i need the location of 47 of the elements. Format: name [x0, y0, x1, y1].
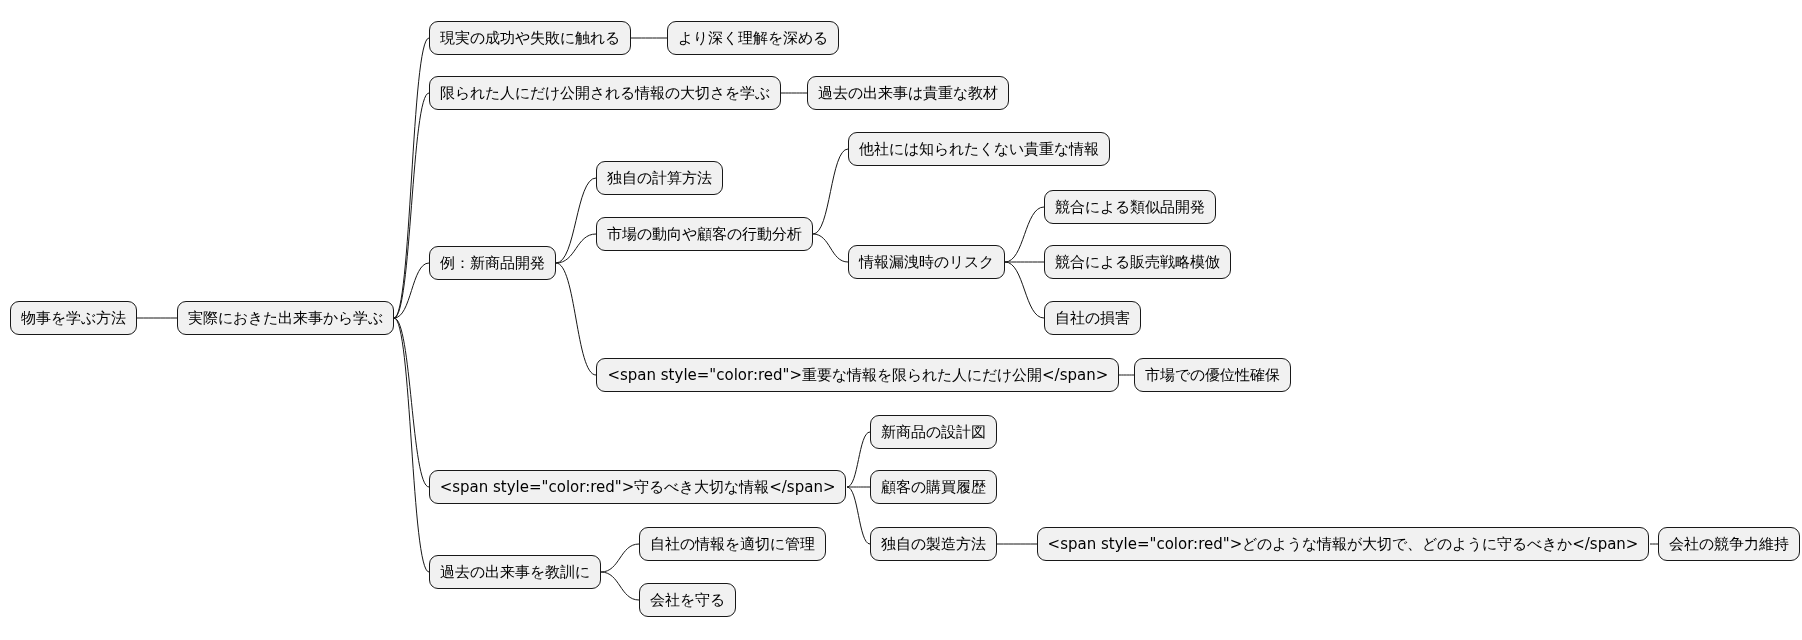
topic-box: 限られた人にだけ公開される情報の大切さを学ぶ	[428, 76, 781, 111]
topic-box: 独自の計算方法	[596, 161, 724, 196]
topic-box: 競合による販売戦略模倣	[1043, 245, 1231, 279]
topic-box: 自社の情報を適切に管理	[638, 526, 826, 561]
connector-line	[555, 262, 597, 376]
topic-box: 現実の成功や失敗に触れる	[428, 20, 631, 55]
connector-line	[846, 431, 871, 488]
topic-box: 会社の競争力維持	[1658, 526, 1801, 561]
topic-box: 競合による類似品開発	[1043, 189, 1216, 224]
connector-line	[555, 233, 597, 264]
topic-box: 例：新商品開発	[428, 246, 556, 281]
topic-box: 過去の出来事は貴重な教材	[806, 76, 1009, 111]
connector-line	[600, 543, 640, 573]
topic-box: 情報漏洩時のリスク	[848, 245, 1006, 279]
topic-box: 自社の損害	[1043, 301, 1141, 336]
topic-box: <span style="color:red">重要な情報を限られた人にだけ公開</span>	[596, 357, 1120, 392]
connector-line	[1118, 374, 1135, 376]
connector-line	[393, 317, 430, 573]
topic-box: <span style="color:red">どのような情報が大切で、どのように守るべきか</span>	[1036, 526, 1650, 561]
topic-box: 実際におきた出来事から学ぶ	[176, 301, 394, 336]
topic-box: 過去の出来事を教訓に	[428, 555, 601, 590]
topic-box: 市場での優位性確保	[1134, 357, 1292, 392]
connector-line	[1004, 261, 1045, 319]
topic-box: より深く理解を深める	[666, 20, 839, 55]
connector-line	[812, 148, 849, 235]
connector-line	[393, 37, 430, 319]
connector-line	[846, 486, 871, 488]
connector-line	[1649, 543, 1659, 545]
connector-line	[136, 317, 178, 319]
topic-box: 新商品の設計図	[869, 415, 997, 450]
topic-box: 物事を学ぶ方法	[10, 301, 138, 336]
connector-line	[600, 571, 640, 601]
topic-box: 独自の製造方法	[869, 526, 997, 561]
connector-line	[1004, 261, 1045, 263]
connector-line	[996, 543, 1038, 545]
connector-line	[393, 92, 430, 319]
topic-box: 他社には知られたくない貴重な情報	[848, 132, 1111, 167]
topic-box: 市場の動向や顧客の行動分析	[596, 217, 814, 252]
connector-line	[780, 92, 808, 94]
connector-line	[393, 317, 430, 488]
connector-line	[630, 37, 668, 39]
connector-line	[812, 233, 849, 263]
topic-box: <span style="color:red">守るべき大切な情報</span>	[428, 470, 847, 505]
connector-line	[393, 262, 430, 319]
topic-box: 会社を守る	[638, 582, 736, 617]
topic-box: 顧客の購買履歴	[869, 470, 997, 505]
connector-line	[846, 486, 871, 545]
